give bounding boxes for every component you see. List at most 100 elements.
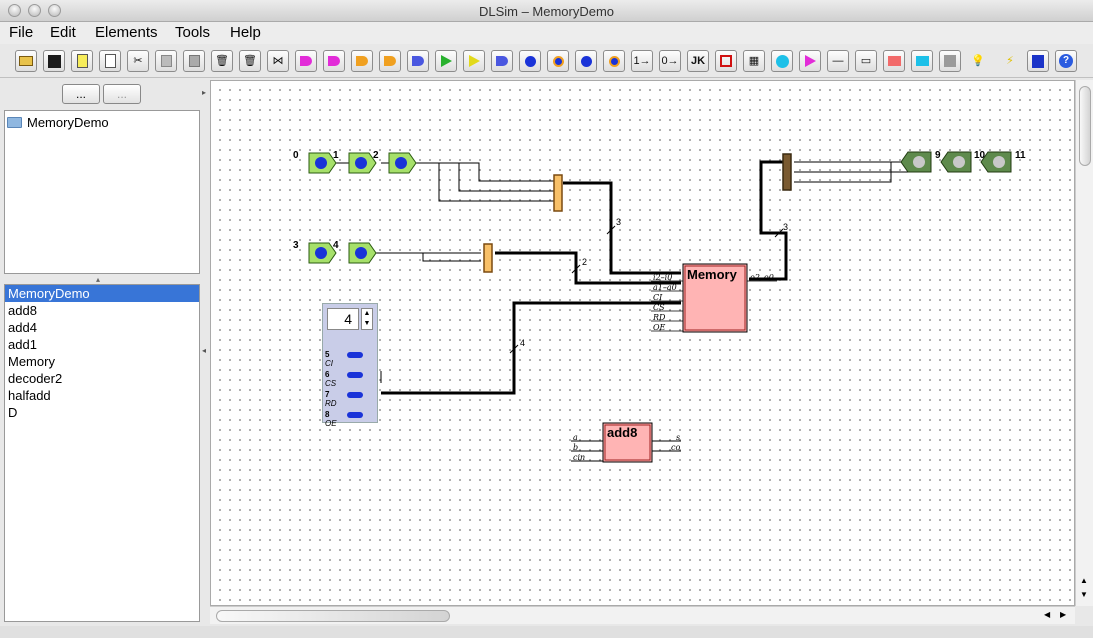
- close-window-button[interactable]: [8, 4, 21, 17]
- label-icon[interactable]: ▭: [855, 50, 877, 72]
- input-label-1: 1: [333, 150, 339, 161]
- counter-stepper[interactable]: ▲▼: [361, 308, 373, 330]
- copy-icon[interactable]: [155, 50, 177, 72]
- nand-gate-icon[interactable]: [323, 50, 345, 72]
- list-item[interactable]: decoder2: [8, 371, 63, 386]
- wire-icon[interactable]: ⋈: [267, 50, 289, 72]
- menu-file[interactable]: File: [9, 24, 34, 41]
- add8-pin: b: [573, 443, 579, 452]
- list-item[interactable]: add8: [8, 303, 37, 318]
- open-folder-icon[interactable]: [15, 50, 37, 72]
- buffer-icon[interactable]: [435, 50, 457, 72]
- clear-icon[interactable]: 🗑: [239, 50, 261, 72]
- nor-gate-icon[interactable]: [379, 50, 401, 72]
- tree-node-root[interactable]: MemoryDemo: [7, 115, 109, 130]
- register-icon[interactable]: [715, 50, 737, 72]
- control-led[interactable]: [347, 412, 363, 418]
- output-label-9: 9: [935, 150, 941, 161]
- scroll-down-icon[interactable]: ▼: [1080, 590, 1088, 599]
- input-label-0: 0: [293, 150, 299, 161]
- zoom-window-button[interactable]: [48, 4, 61, 17]
- list-item[interactable]: Memory: [8, 354, 55, 369]
- memory-pin: RD: [653, 313, 666, 322]
- jk-flipflop-icon[interactable]: JK: [687, 50, 709, 72]
- circuit-canvas[interactable]: 0 1 2 3 4 9 10 11 3 2 4 3 Memory i2–i0 a…: [210, 80, 1075, 606]
- scroll-right-icon[interactable]: ▶: [1060, 610, 1067, 619]
- window-title: DLSim – MemoryDemo: [478, 4, 615, 19]
- constant-one-icon[interactable]: 1→: [631, 50, 653, 72]
- lightning-icon[interactable]: ⚡: [1006, 55, 1014, 67]
- menu-tools[interactable]: Tools: [175, 24, 211, 41]
- bus-width-label: 2: [582, 257, 588, 267]
- counter-value-field[interactable]: 4: [327, 308, 359, 330]
- joiner-icon[interactable]: [911, 50, 933, 72]
- output-label-11: 11: [1015, 150, 1026, 161]
- new-file-icon[interactable]: [99, 50, 121, 72]
- lightbulb-icon[interactable]: 💡: [971, 55, 985, 67]
- left-pane: ... ... ▸ MemoryDemo ▴ MemoryDemo add8 a…: [0, 80, 210, 626]
- output-led-icon[interactable]: [603, 50, 625, 72]
- pulse-icon[interactable]: [799, 50, 821, 72]
- inverter-icon[interactable]: [463, 50, 485, 72]
- collapse-arrow-icon[interactable]: ▸: [202, 88, 207, 97]
- constant-zero-icon[interactable]: 0→: [659, 50, 681, 72]
- control-led[interactable]: [347, 372, 363, 378]
- control-row: 7 RD: [325, 390, 337, 408]
- bus-width-label: 4: [520, 338, 526, 348]
- list-item[interactable]: add1: [8, 337, 37, 352]
- project-tree: MemoryDemo: [4, 110, 200, 274]
- list-item[interactable]: D: [8, 405, 18, 420]
- list-item[interactable]: MemoryDemo: [5, 285, 199, 302]
- cut-icon[interactable]: ✂: [127, 50, 149, 72]
- output-probe-icon[interactable]: [575, 50, 597, 72]
- save-icon[interactable]: [43, 50, 65, 72]
- pane-divider-arrow-icon[interactable]: ◂: [202, 346, 207, 355]
- chip-icon[interactable]: [939, 50, 961, 72]
- memory-pin: OE: [653, 323, 666, 332]
- vertical-scrollbar[interactable]: ▲ ▼: [1075, 80, 1093, 606]
- horizontal-scrollbar[interactable]: ◀ ▶: [210, 606, 1075, 624]
- add8-pin: co: [671, 443, 681, 452]
- add8-pin: cin: [573, 453, 586, 462]
- menu-elements[interactable]: Elements: [95, 24, 158, 41]
- paste-icon[interactable]: [183, 50, 205, 72]
- left-button-2[interactable]: ...: [103, 84, 141, 104]
- new-file-yellow-icon[interactable]: [71, 50, 93, 72]
- clock-icon[interactable]: [771, 50, 793, 72]
- bus-icon[interactable]: ▦: [743, 50, 765, 72]
- minimize-window-button[interactable]: [28, 4, 41, 17]
- left-button-1[interactable]: ...: [62, 84, 100, 104]
- tristate-icon[interactable]: [491, 50, 513, 72]
- help-icon[interactable]: ?: [1055, 50, 1077, 72]
- delete-icon[interactable]: 🗑: [211, 50, 233, 72]
- or-gate-icon[interactable]: [351, 50, 373, 72]
- list-item[interactable]: halfadd: [8, 388, 51, 403]
- clock-input-icon[interactable]: [547, 50, 569, 72]
- horizontal-scroll-thumb[interactable]: [216, 610, 450, 622]
- line-icon[interactable]: —: [827, 50, 849, 72]
- memory-pin-out: o2–o0: [750, 273, 774, 282]
- scroll-up-icon[interactable]: ▲: [1080, 576, 1088, 585]
- control-input-panel[interactable]: 4 ▲▼ 5 CI 6 CS 7 RD 8 OE: [322, 303, 378, 428]
- memory-chip-title[interactable]: Memory: [687, 267, 737, 282]
- splitter-handle-icon[interactable]: ▴: [96, 275, 101, 284]
- xor-gate-icon[interactable]: [407, 50, 429, 72]
- wires: [308, 151, 1012, 463]
- book-icon[interactable]: [1027, 50, 1049, 72]
- menu-edit[interactable]: Edit: [50, 24, 76, 41]
- input-label-3: 3: [293, 240, 299, 251]
- circuit-canvas-area: 0 1 2 3 4 9 10 11 3 2 4 3 Memory i2–i0 a…: [210, 80, 1093, 626]
- scroll-left-icon[interactable]: ◀: [1044, 610, 1051, 619]
- and-gate-icon[interactable]: [295, 50, 317, 72]
- control-label: CS: [325, 379, 337, 388]
- list-item[interactable]: add4: [8, 320, 37, 335]
- input-switch-icon[interactable]: [519, 50, 541, 72]
- module-list: MemoryDemo add8 add4 add1 Memory decoder…: [4, 284, 200, 622]
- menu-help[interactable]: Help: [230, 24, 261, 41]
- add8-chip-title[interactable]: add8: [607, 425, 638, 440]
- control-label: OE: [325, 419, 337, 428]
- control-led[interactable]: [347, 352, 363, 358]
- vertical-scroll-thumb[interactable]: [1079, 86, 1091, 166]
- control-led[interactable]: [347, 392, 363, 398]
- splitter-icon[interactable]: [883, 50, 905, 72]
